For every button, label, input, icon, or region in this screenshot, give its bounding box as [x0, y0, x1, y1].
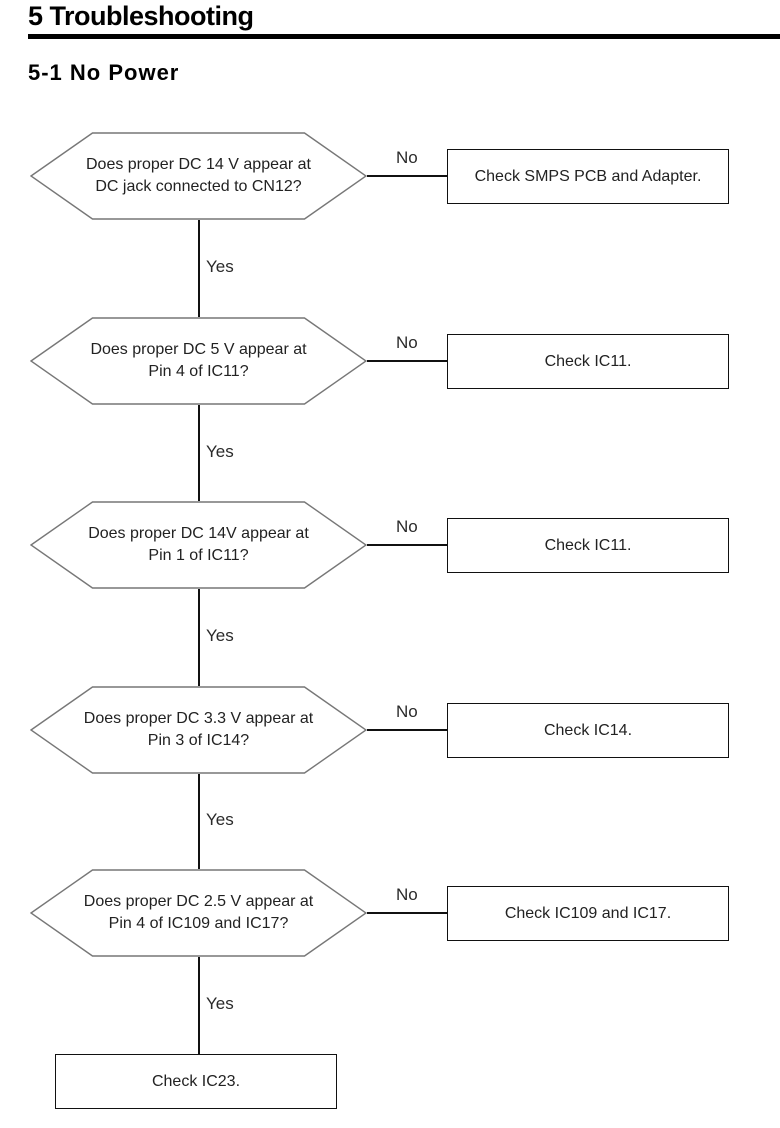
no-label: No: [396, 148, 418, 167]
connector-line-vertical: [198, 589, 200, 686]
action-box-check-ic14: Check IC14.: [447, 703, 729, 758]
decision-text-line2: Pin 4 of IC11?: [148, 363, 249, 380]
yes-label: Yes: [206, 257, 234, 276]
decision-node-dc14v-jack: Does proper DC 14 V appear at DC jack co…: [30, 132, 367, 220]
decision-text-line2: DC jack connected to CN12?: [95, 178, 302, 195]
no-label: No: [396, 333, 418, 352]
connector-line-horizontal: [367, 175, 447, 177]
decision-text: Does proper DC 14V appear at Pin 1 of IC…: [70, 501, 327, 589]
action-box-check-ic109-ic17: Check IC109 and IC17.: [447, 886, 729, 941]
decision-text: Does proper DC 14 V appear at DC jack co…: [70, 132, 327, 220]
action-box-check-smps: Check SMPS PCB and Adapter.: [447, 149, 729, 204]
yes-label: Yes: [206, 810, 234, 829]
hexagon-shape: [30, 317, 367, 405]
yes-label: Yes: [206, 442, 234, 461]
no-label: No: [396, 517, 418, 536]
connector-line-horizontal: [367, 912, 447, 914]
action-text: Check IC109 and IC17.: [504, 904, 672, 922]
action-text: Check IC11.: [544, 352, 632, 370]
decision-node-dc14v-ic11: Does proper DC 14V appear at Pin 1 of IC…: [30, 501, 367, 589]
connector-line-horizontal: [367, 729, 447, 731]
yes-label: Yes: [206, 626, 234, 645]
action-box-check-ic11-2: Check IC11.: [447, 518, 729, 573]
decision-text: Does proper DC 3.3 V appear at Pin 3 of …: [70, 686, 327, 774]
hexagon-shape: [30, 869, 367, 957]
yes-label: Yes: [206, 994, 234, 1013]
decision-text-line1: Does proper DC 2.5 V appear at: [83, 893, 314, 910]
action-box-check-ic11: Check IC11.: [447, 334, 729, 389]
decision-text-line1: Does proper DC 3.3 V appear at: [83, 710, 314, 727]
decision-node-dc5v-ic11: Does proper DC 5 V appear at Pin 4 of IC…: [30, 317, 367, 405]
title-rule: [28, 34, 780, 39]
hexagon-shape: [30, 686, 367, 774]
action-text: Check SMPS PCB and Adapter.: [474, 167, 702, 185]
action-text: Check IC14.: [543, 721, 633, 739]
decision-text-line1: Does proper DC 14V appear at: [88, 525, 309, 542]
decision-text-line2: Pin 4 of IC109 and IC17?: [108, 915, 289, 932]
no-label: No: [396, 885, 418, 904]
hexagon-shape: [30, 501, 367, 589]
final-action-box-check-ic23: Check IC23.: [55, 1054, 337, 1109]
decision-text: Does proper DC 5 V appear at Pin 4 of IC…: [70, 317, 327, 405]
connector-line-vertical: [198, 774, 200, 869]
hexagon-shape: [30, 132, 367, 220]
section-title: 5-1 No Power: [28, 60, 180, 85]
decision-text-line1: Does proper DC 14 V appear at: [85, 156, 311, 173]
decision-text: Does proper DC 2.5 V appear at Pin 4 of …: [70, 869, 327, 957]
connector-line-horizontal: [367, 544, 447, 546]
decision-text-line2: Pin 3 of IC14?: [147, 732, 250, 749]
connector-line-horizontal: [367, 360, 447, 362]
action-text: Check IC11.: [544, 536, 632, 554]
no-label: No: [396, 702, 418, 721]
page-title: 5 Troubleshooting: [28, 1, 254, 31]
action-text: Check IC23.: [151, 1072, 241, 1090]
connector-line-vertical: [198, 957, 200, 1054]
decision-node-dc25v-ic109-ic17: Does proper DC 2.5 V appear at Pin 4 of …: [30, 869, 367, 957]
connector-line-vertical: [198, 405, 200, 501]
connector-line-vertical: [198, 220, 200, 317]
decision-node-dc33v-ic14: Does proper DC 3.3 V appear at Pin 3 of …: [30, 686, 367, 774]
decision-text-line1: Does proper DC 5 V appear at: [90, 341, 307, 358]
decision-text-line2: Pin 1 of IC11?: [148, 547, 249, 564]
